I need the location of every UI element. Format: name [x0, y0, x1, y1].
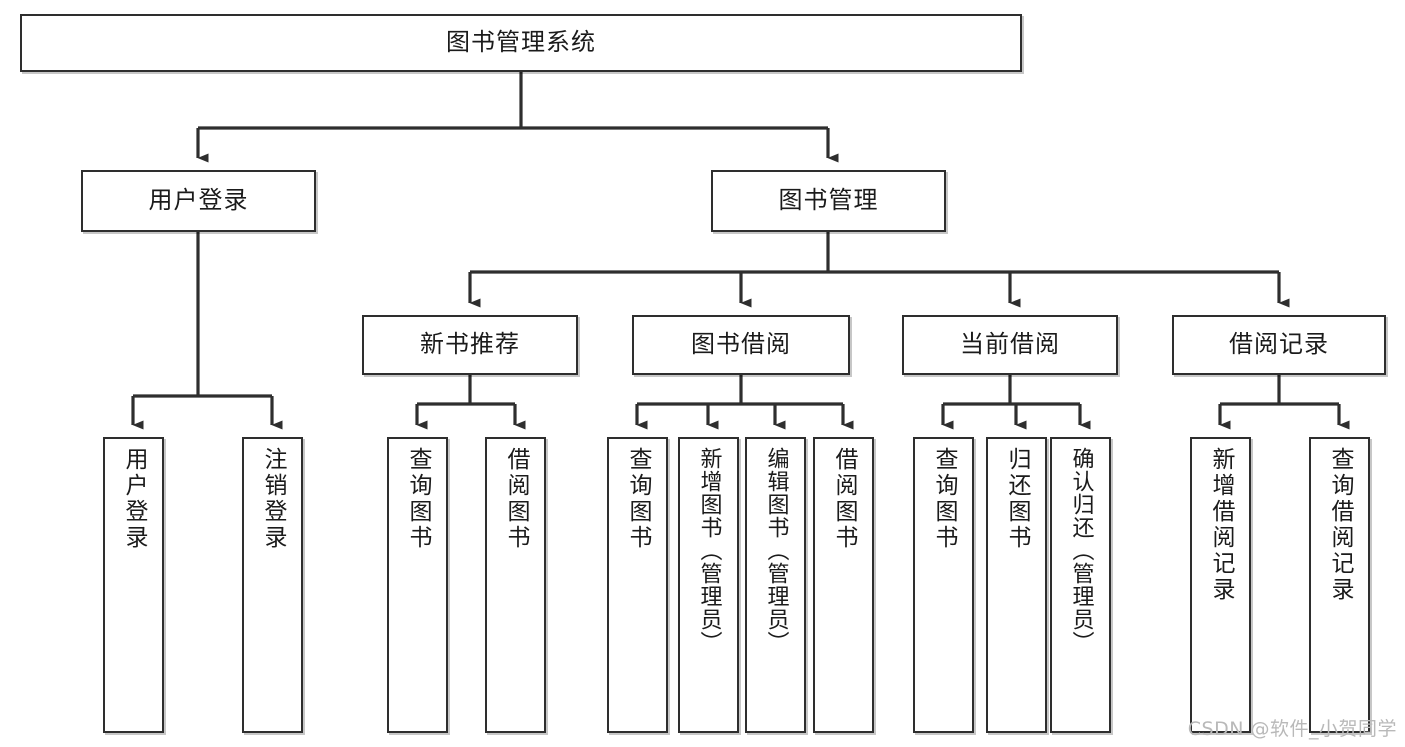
node-new-book-recommend-label: 新书推荐	[420, 330, 520, 359]
node-new-book-recommend[interactable]: 新书推荐	[362, 315, 578, 375]
node-book-borrow[interactable]: 图书借阅	[632, 315, 850, 375]
leaf-node-label: 查询图书	[405, 447, 431, 551]
node-root-system[interactable]: 图书管理系统	[20, 14, 1022, 72]
node-book-borrow-label: 图书借阅	[691, 330, 791, 359]
leaf-node-label: 注销登录	[260, 447, 286, 551]
leaf-node[interactable]: 注销登录	[242, 437, 303, 733]
leaf-node-label: 用户登录	[121, 447, 147, 551]
node-book-management-label: 图书管理	[778, 186, 879, 215]
leaf-node-label: 编辑图书（管理员）	[763, 447, 789, 654]
node-current-borrow[interactable]: 当前借阅	[902, 315, 1118, 375]
leaf-node[interactable]: 用户登录	[103, 437, 164, 733]
leaf-node[interactable]: 查询图书	[913, 437, 974, 733]
leaf-node[interactable]: 借阅图书	[485, 437, 546, 733]
leaf-node[interactable]: 查询图书	[607, 437, 668, 733]
leaf-node[interactable]: 编辑图书（管理员）	[745, 437, 806, 733]
node-root-label: 图书管理系统	[446, 28, 596, 57]
leaf-node-label: 查询借阅记录	[1327, 447, 1353, 603]
leaf-node[interactable]: 查询借阅记录	[1309, 437, 1370, 733]
leaf-node-label: 新增借阅记录	[1208, 447, 1234, 603]
node-current-borrow-label: 当前借阅	[960, 330, 1060, 359]
leaf-node-label: 借阅图书	[831, 447, 857, 551]
node-borrow-record[interactable]: 借阅记录	[1172, 315, 1386, 375]
leaf-node-label: 新增图书（管理员）	[696, 447, 722, 654]
leaf-node[interactable]: 借阅图书	[813, 437, 874, 733]
leaf-node[interactable]: 确认归还（管理员）	[1050, 437, 1111, 733]
leaf-node-label: 查询图书	[931, 447, 957, 551]
leaf-node[interactable]: 归还图书	[986, 437, 1047, 733]
leaf-node[interactable]: 查询图书	[387, 437, 448, 733]
node-book-management[interactable]: 图书管理	[711, 170, 946, 232]
leaf-node-label: 借阅图书	[503, 447, 529, 551]
leaf-node-label: 归还图书	[1004, 447, 1030, 551]
leaf-node-label: 查询图书	[625, 447, 651, 551]
leaf-node[interactable]: 新增图书（管理员）	[678, 437, 739, 733]
node-borrow-record-label: 借阅记录	[1229, 330, 1329, 359]
leaf-node-label: 确认归还（管理员）	[1068, 447, 1094, 654]
leaf-node[interactable]: 新增借阅记录	[1190, 437, 1251, 733]
node-user-login-label: 用户登录	[148, 186, 249, 215]
node-user-login[interactable]: 用户登录	[81, 170, 316, 232]
